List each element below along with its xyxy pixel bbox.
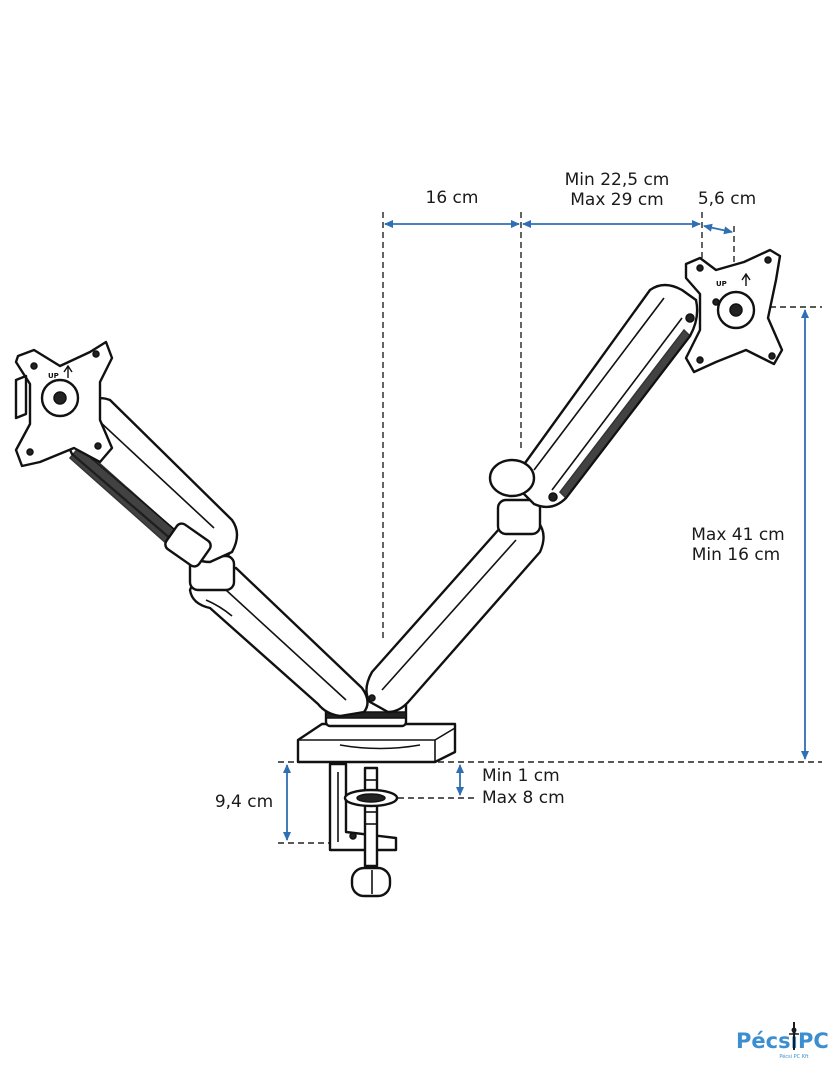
desk-min-label: Min 1 cm [482, 766, 560, 786]
clamp-knob [350, 866, 392, 898]
clamp-height-label: 9,4 cm [215, 792, 273, 812]
vesa-offset-arrow [703, 223, 733, 235]
left-vesa-up-arrow-icon [63, 364, 73, 378]
right-vesa-up-label: UP [716, 280, 727, 288]
right-upper-joint [488, 458, 536, 498]
reach-min-label: Min 22,5 cm [565, 170, 670, 190]
right-vesa-plate: UP [684, 248, 784, 374]
reach-max-label: Max 29 cm [570, 190, 664, 210]
dimension-arrows [283, 220, 809, 841]
right-lower-arm [365, 498, 545, 714]
brand-logo: Pécsi PC Pécsi PC Kft [736, 1022, 829, 1060]
right-lower-arm-body [365, 516, 545, 714]
left-vesa-tilt-bracket [14, 374, 28, 420]
desk-max-label: Max 8 cm [482, 788, 565, 808]
left-upper-joint [164, 522, 212, 568]
brand-name-right: PC [798, 1029, 829, 1053]
right-vesa-up-arrow-icon [741, 272, 751, 286]
left-lower-arm [188, 547, 369, 718]
right-elbow-joint [496, 498, 542, 536]
base-plate-body [296, 722, 457, 764]
clamp-c-bracket [328, 762, 398, 852]
clamp-screw-rod [363, 766, 379, 868]
brand-name-left: Pécsi [736, 1029, 798, 1053]
dimension-labels: 16 cm Min 22,5 cm Max 29 cm 5,6 cm Max 4… [215, 170, 785, 812]
vesa-offset-label: 5,6 cm [698, 189, 756, 209]
brand-tagline: Pécsi PC Kft [779, 1053, 808, 1060]
height-max-label: Max 41 cm [691, 525, 785, 545]
left-vesa-up-label: UP [48, 372, 59, 380]
base-plate [296, 722, 457, 764]
desk-clamp [328, 762, 399, 898]
brand-tower-icon [789, 1022, 799, 1050]
left-vesa-plate: UP [14, 340, 114, 468]
right-upper-arm-body [516, 283, 699, 509]
arm-offset-label: 16 cm [426, 188, 479, 208]
height-min-label: Min 16 cm [692, 545, 781, 565]
right-upper-arm [488, 283, 699, 509]
monitor-arm-illustration: UP UP [14, 248, 784, 898]
